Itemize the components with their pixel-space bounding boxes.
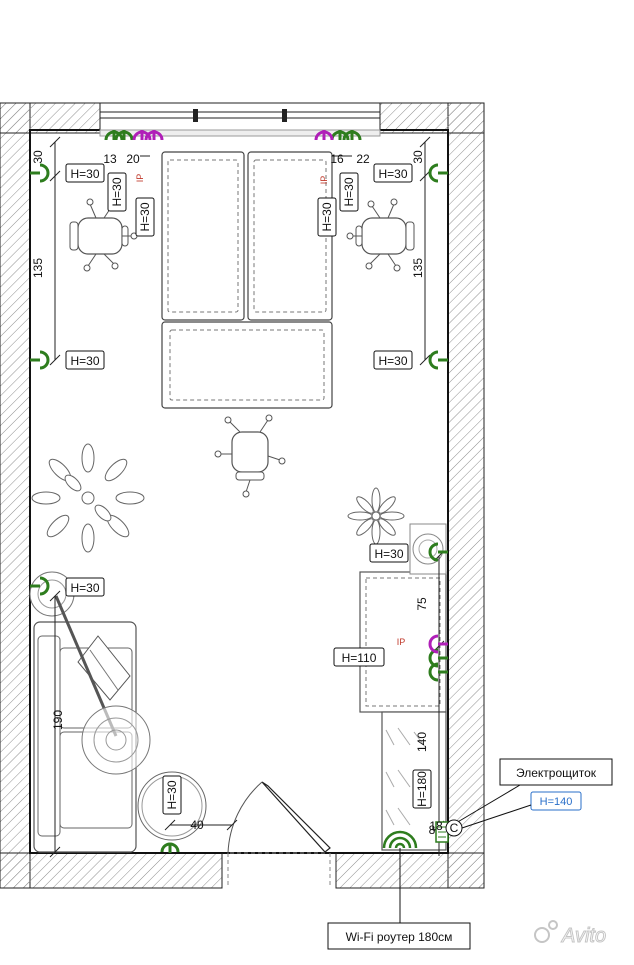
callouts [327,758,613,950]
chair-left [69,198,138,272]
callout-texts: Электрощиток H=140 C Wi-Fi роутер 180см [346,766,597,944]
height-label: H=30 [378,167,407,181]
ip-marks: IP IP IP [135,174,405,647]
electric-sockets [30,130,448,853]
window [99,102,381,137]
height-label: H=30 [378,354,407,368]
desk-front [161,321,333,409]
round-appliance [409,523,447,575]
panel-callout-title: Электрощиток [516,766,597,780]
plant-small [347,487,405,545]
desk-left [161,151,245,321]
dimension-value: 20 [126,152,140,166]
height-label: H=30 [110,177,124,206]
height-label: H=30 [342,177,356,206]
router-callout: Wi-Fi роутер 180см [346,930,453,944]
dimension-value: 135 [31,258,45,278]
height-label: H=110 [342,651,377,665]
dimension-value: 75 [415,597,429,611]
dimension-value: 30 [31,150,45,164]
dimension-value: 16 [330,152,344,166]
dimension-value: 30 [411,150,425,164]
watermark-text: Avito [561,925,606,947]
dimension-value: 18 [429,819,443,833]
plant-large [31,443,145,553]
walls [0,102,485,889]
height-label: H=30 [70,581,99,595]
height-label: H=30 [320,202,334,231]
chair-center [214,414,286,498]
panel-callout-height: H=140 [540,796,573,808]
dimension-value: 8 [429,823,436,837]
wardrobe [359,571,447,851]
network-sockets [132,130,448,654]
height-label: H=30 [165,780,179,809]
floor-lamp [29,571,151,775]
dimension-value: 190 [51,710,65,730]
electric-panel [435,821,449,843]
height-labels: H=30 H=30 H=30 H=30 H=30 H=30 H=110 H=30… [70,167,429,810]
watermark-logo: Avito [534,920,607,948]
ip-mark: IP [135,174,145,183]
ip-mark: IP [319,176,329,185]
dimension-value: 22 [356,152,370,166]
height-label: H=30 [70,354,99,368]
dimension-lines [49,136,445,858]
dimension-texts: 13 20 16 22 30 30 135 135 190 75 140 40 … [31,150,443,837]
dimension-value: 40 [190,818,204,832]
label-boxes [65,163,432,815]
height-label: H=30 [70,167,99,181]
entrance-door[interactable] [221,781,337,888]
dimension-value: 140 [415,732,429,752]
desk-right [247,151,333,321]
height-label: H=30 [138,202,152,231]
panel-symbol: C [450,821,459,835]
height-label: H=180 [415,771,429,807]
height-label: H=30 [374,547,403,561]
ip-mark: IP [397,637,406,647]
dimension-value: 13 [103,152,117,166]
dimension-value: 135 [411,258,425,278]
chair-right [346,198,415,272]
